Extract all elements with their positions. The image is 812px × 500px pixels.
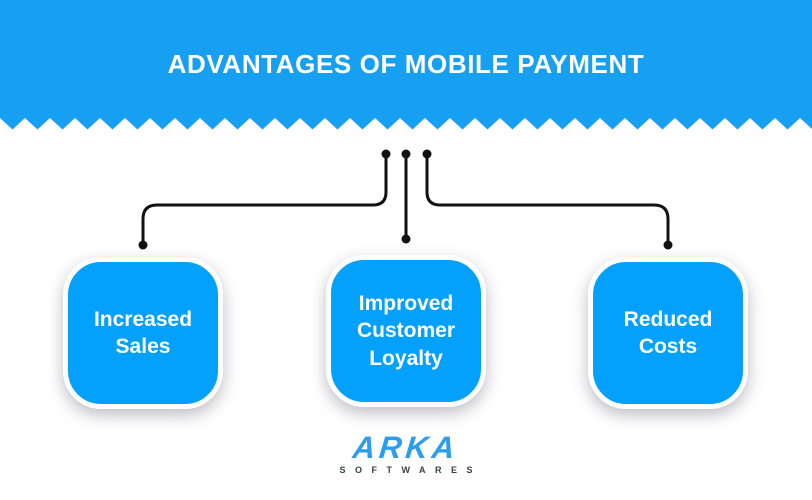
- connector-dot: [663, 240, 673, 250]
- connector-dot: [422, 149, 432, 159]
- connector-dot: [401, 234, 411, 244]
- advantage-label: Improved Customer Loyalty: [356, 292, 456, 370]
- connector-path-left: [141, 152, 388, 245]
- advantage-label: Reduced Costs: [623, 307, 713, 358]
- connector-path-right: [425, 152, 670, 245]
- connector-dot: [381, 149, 391, 159]
- connector-dot: [138, 240, 148, 250]
- advantage-box-increased-sales: Increased Sales: [63, 257, 223, 409]
- advantage-box-reduced-costs: Reduced Costs: [588, 257, 748, 409]
- zigzag-edge: [0, 118, 812, 131]
- logo-tagline-text: SOFTWARES: [339, 465, 482, 475]
- connector-dot: [401, 149, 411, 159]
- arka-logo: ARKA SOFTWARES: [306, 430, 506, 475]
- advantage-label: Increased Sales: [93, 307, 193, 358]
- logo-brand-text: ARKA: [351, 430, 461, 465]
- advantage-box-improved-customer-loyalty: Improved Customer Loyalty: [326, 255, 486, 407]
- page-title: ADVANTAGES OF MOBILE PAYMENT: [167, 48, 645, 79]
- header-banner: ADVANTAGES OF MOBILE PAYMENT: [0, 0, 812, 118]
